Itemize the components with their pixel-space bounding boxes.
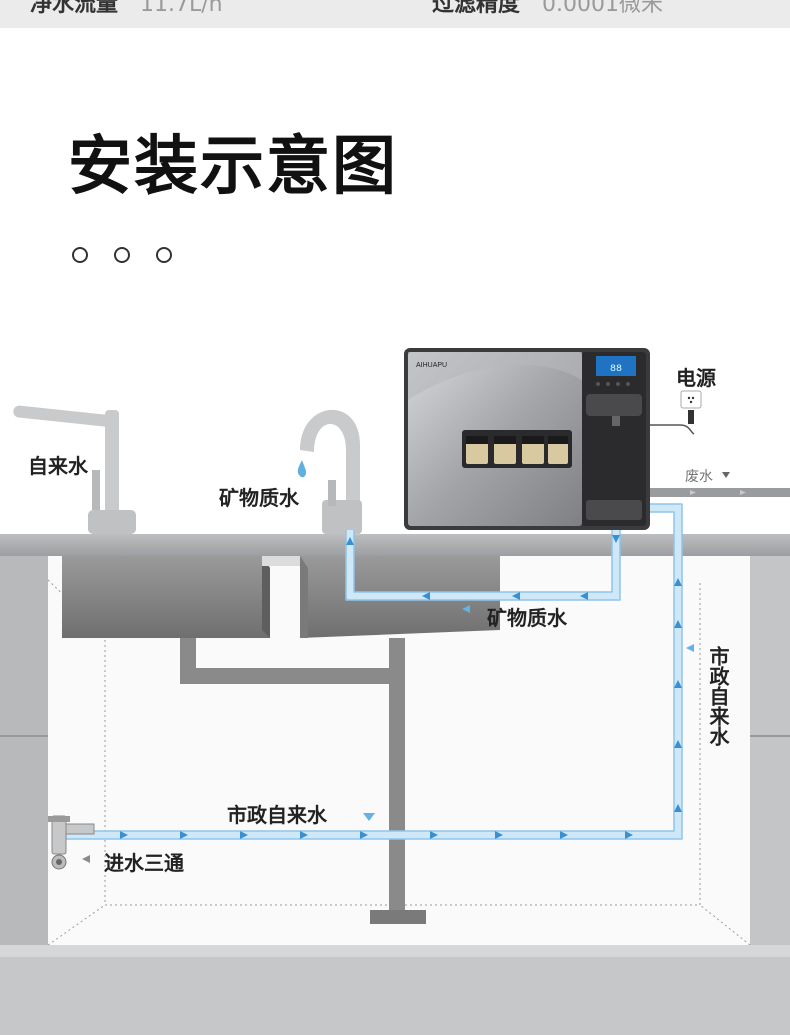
flow-arrow-icon [120,535,682,839]
waste-pipe [650,488,790,497]
tap-water-label: 自来水 [28,454,88,478]
circle-dot-icon [72,247,88,263]
inlet-tee-label: 进水三通 [104,851,184,875]
triangle-marker-icon [82,472,730,863]
spec-precision-value: 0.0001微米 [542,0,663,17]
countertop [0,534,790,556]
waste-water-label: 废水 [685,469,713,485]
circle-dot-icon [156,247,172,263]
page-title: 安装示意图 [68,130,398,204]
power-label: 电源 [676,366,716,390]
cabinet-right-wall [750,555,790,955]
water-drop-icon [297,460,307,478]
municipal-water-vertical-label: 市政自来水 [706,646,730,746]
drain-horizontal [180,668,390,684]
circle-dot-icon [114,247,130,263]
mineral-water-pipe-label: 矿物质水 [487,606,567,630]
power-socket-icon [650,390,702,435]
cabinet-base [0,957,790,1035]
tap-faucet [13,405,136,534]
device-display [596,356,636,376]
spec-precision-label: 过滤精度 [432,0,521,17]
cabinet-floor-edge [0,945,790,957]
device-brand: AIHUAPU [416,362,447,369]
drain-vertical [389,638,405,913]
sink-left [62,556,270,638]
drain-base [370,910,426,924]
mineral-water-faucet-label: 矿物质水 [219,486,299,510]
cabinet-inner-outline [104,580,701,906]
spec-precision: 过滤精度 0.0001微米 [432,0,663,18]
cabinet-left-wall [0,555,48,955]
mineral-faucet [300,409,362,535]
spec-flow: 净水流量 11.7L/h [30,0,223,18]
spec-bar: 净水流量 11.7L/h 过滤精度 0.0001微米 [0,0,790,28]
inlet-tee-valve [48,815,95,870]
device-display-value: 88 [610,364,622,375]
decorative-dots [72,247,172,263]
spec-flow-label: 净水流量 [30,0,119,17]
water-pipes [60,504,682,839]
purifier-device: 88 AIHUAPU [404,348,650,530]
municipal-water-horizontal-label: 市政自来水 [227,803,327,827]
spec-flow-value: 11.7L/h [140,0,223,17]
